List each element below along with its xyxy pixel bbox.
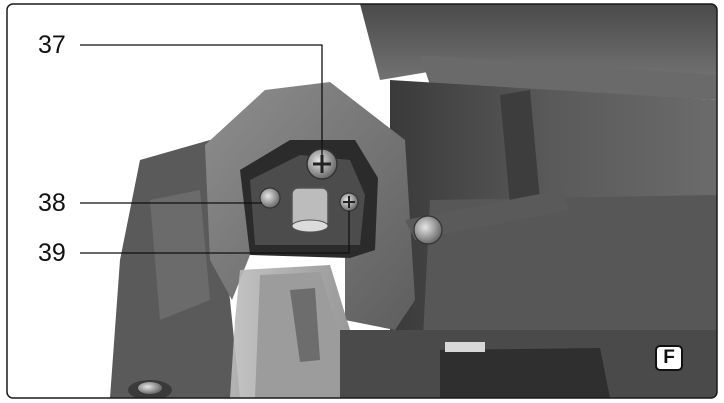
callout-38: 38 (38, 189, 66, 217)
callout-37: 37 (38, 31, 66, 59)
leader-37 (80, 44, 323, 155)
callout-lines (80, 44, 350, 254)
callout-39: 39 (38, 239, 66, 267)
figure-frame (6, 3, 718, 399)
figure-letter-badge: F (655, 345, 683, 371)
leader-39 (80, 211, 350, 254)
